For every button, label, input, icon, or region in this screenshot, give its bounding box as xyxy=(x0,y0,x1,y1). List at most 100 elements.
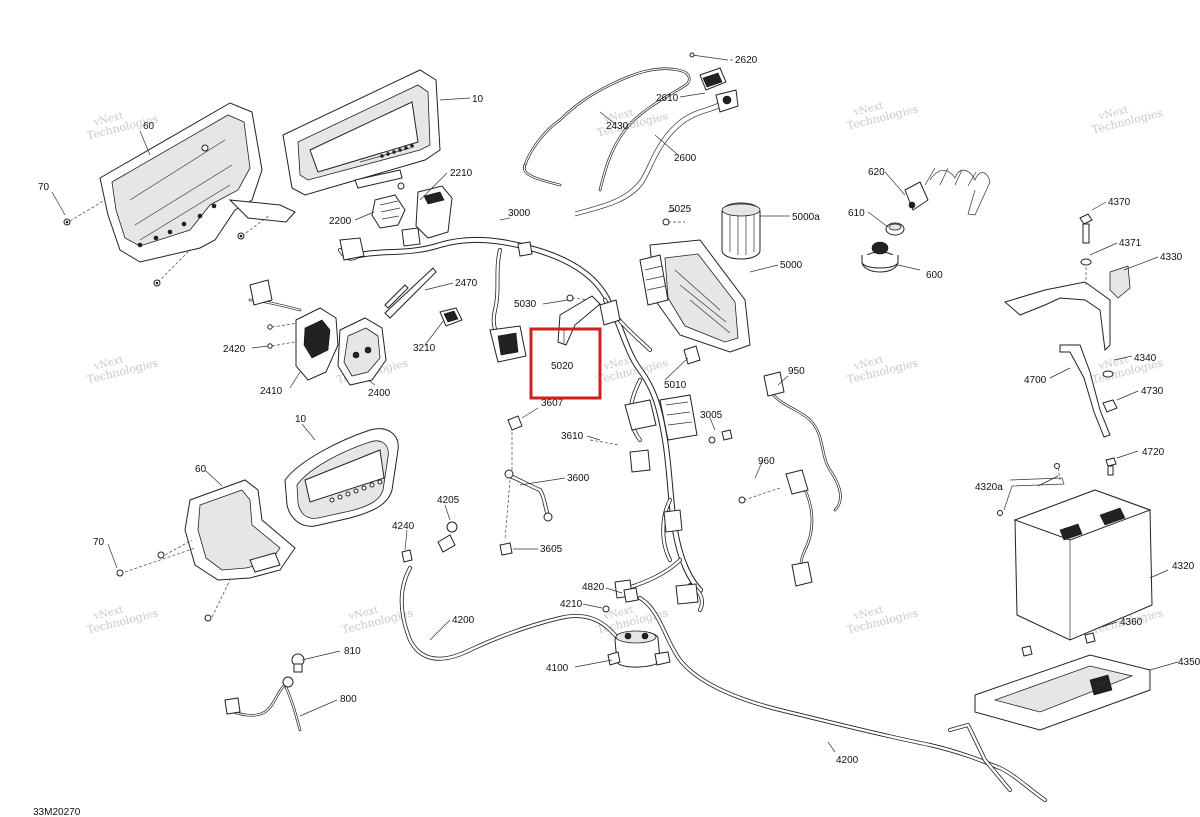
part-2210-connector[interactable] xyxy=(397,182,453,239)
callout-2200[interactable]: 2200 xyxy=(329,216,352,227)
callout-600[interactable]: 600 xyxy=(926,270,943,281)
callout-2420[interactable]: 2420 xyxy=(223,344,246,355)
callout-10-mid[interactable]: 10 xyxy=(295,414,307,425)
callout-620[interactable]: 620 xyxy=(868,167,885,178)
part-60-bracket-mid[interactable] xyxy=(116,479,296,622)
callout-2400[interactable]: 2400 xyxy=(368,388,391,399)
part-810-bulb[interactable] xyxy=(291,653,305,673)
part-950-harness[interactable] xyxy=(763,371,842,587)
part-4700-battery-bracket[interactable] xyxy=(1003,267,1111,438)
callout-800[interactable]: 800 xyxy=(340,694,357,705)
part-4200-battery-cable[interactable] xyxy=(399,566,1047,802)
callout-5025[interactable]: 5025 xyxy=(669,204,692,215)
callout-60-mid[interactable]: 60 xyxy=(195,464,207,475)
part-60-bracket-top[interactable] xyxy=(63,102,296,287)
callout-3005[interactable]: 3005 xyxy=(700,410,723,421)
callout-4371[interactable]: 4371 xyxy=(1119,238,1142,249)
part-5000-module[interactable] xyxy=(639,239,751,353)
part-2600-wire[interactable] xyxy=(574,94,732,217)
callout-4330[interactable]: 4330 xyxy=(1160,252,1183,263)
part-3607-nut[interactable] xyxy=(507,415,523,431)
part-2620-pin[interactable] xyxy=(689,52,729,61)
part-4205-terminal[interactable] xyxy=(437,521,458,553)
part-2410-switch-housing[interactable] xyxy=(248,279,339,381)
part-5025-screw[interactable] xyxy=(662,218,685,226)
callout-60-top[interactable]: 60 xyxy=(143,121,155,132)
part-10-display-top[interactable] xyxy=(282,69,441,196)
part-3605-bolt[interactable] xyxy=(499,542,513,556)
part-5020-bracket[interactable] xyxy=(557,295,601,346)
callout-3210[interactable]: 3210 xyxy=(413,343,436,354)
callout-2430[interactable]: 2430 xyxy=(606,121,629,132)
callout-4100[interactable]: 4100 xyxy=(546,663,569,674)
part-4240-bolt[interactable] xyxy=(401,549,413,563)
callout-2470[interactable]: 2470 xyxy=(455,278,478,289)
callout-4820[interactable]: 4820 xyxy=(582,582,605,593)
part-3210-sensor[interactable] xyxy=(439,307,463,327)
callout-2410[interactable]: 2410 xyxy=(260,386,283,397)
part-5000a-filter[interactable] xyxy=(721,202,761,260)
highlight-5020[interactable]: 5020 xyxy=(529,327,602,400)
part-4320a-screws[interactable] xyxy=(997,463,1065,516)
part-4210-terminal[interactable] xyxy=(602,605,610,613)
callout-3600[interactable]: 3600 xyxy=(567,473,590,484)
part-4330-terminal-cover[interactable] xyxy=(1109,265,1131,299)
part-3000-main-harness[interactable] xyxy=(338,227,704,612)
callout-4720[interactable]: 4720 xyxy=(1142,447,1165,458)
callout-4200-b[interactable]: 4200 xyxy=(836,755,859,766)
part-5010-connector[interactable] xyxy=(683,345,701,365)
part-800-light-harness[interactable] xyxy=(224,676,302,732)
part-3005-fasteners[interactable] xyxy=(708,429,733,444)
part-4100-solenoid[interactable] xyxy=(607,630,671,668)
part-2430-cable[interactable] xyxy=(522,67,691,192)
part-4370-bolt[interactable] xyxy=(1079,213,1093,244)
callout-5000[interactable]: 5000 xyxy=(780,260,803,271)
part-4320-battery[interactable] xyxy=(1013,489,1153,641)
callout-70-top[interactable]: 70 xyxy=(38,182,50,193)
part-960-relay[interactable] xyxy=(738,469,809,504)
callout-950[interactable]: 950 xyxy=(788,366,805,377)
part-3610-cable[interactable] xyxy=(589,439,621,446)
callout-10-top[interactable]: 10 xyxy=(472,94,484,105)
highlight-box[interactable] xyxy=(529,327,602,400)
callout-4340[interactable]: 4340 xyxy=(1134,353,1157,364)
callout-4205[interactable]: 4205 xyxy=(437,495,460,506)
part-4720-bolt[interactable] xyxy=(1105,457,1117,476)
part-4371-washer[interactable] xyxy=(1080,258,1092,266)
callout-2600[interactable]: 2600 xyxy=(674,153,697,164)
callout-4730[interactable]: 4730 xyxy=(1141,386,1164,397)
callout-3000[interactable]: 3000 xyxy=(508,208,531,219)
part-2610-switch[interactable] xyxy=(699,67,739,113)
callout-4200-a[interactable]: 4200 xyxy=(452,615,475,626)
part-4350-battery-tray[interactable] xyxy=(974,654,1151,731)
part-4730-nut[interactable] xyxy=(1102,399,1118,413)
callout-4320[interactable]: 4320 xyxy=(1172,561,1195,572)
callout-610[interactable]: 610 xyxy=(848,208,865,219)
callout-5000a[interactable]: 5000a xyxy=(792,212,820,223)
callout-3605[interactable]: 3605 xyxy=(540,544,563,555)
callout-5030[interactable]: 5030 xyxy=(514,299,537,310)
callout-70-mid[interactable]: 70 xyxy=(93,537,105,548)
part-2400-switch-housing[interactable] xyxy=(337,317,387,386)
part-4820-terminal[interactable] xyxy=(623,587,639,603)
part-4340-nut[interactable] xyxy=(1102,370,1114,378)
callout-2210[interactable]: 2210 xyxy=(450,168,473,179)
callout-4320a[interactable]: 4320a xyxy=(975,482,1003,493)
part-10-display-mid[interactable] xyxy=(284,428,399,527)
callout-3610[interactable]: 3610 xyxy=(561,431,584,442)
callout-2610[interactable]: 2610 xyxy=(656,93,679,104)
part-600-switch[interactable] xyxy=(861,241,899,273)
callout-810[interactable]: 810 xyxy=(344,646,361,657)
callout-3607[interactable]: 3607 xyxy=(541,398,564,409)
part-4360-screws[interactable] xyxy=(1021,632,1096,657)
part-2200-connector[interactable] xyxy=(371,194,406,229)
callout-4210[interactable]: 4210 xyxy=(560,599,583,610)
callout-5020[interactable]: 5020 xyxy=(551,361,574,372)
callout-4240[interactable]: 4240 xyxy=(392,521,415,532)
part-2470-tie[interactable] xyxy=(384,267,437,319)
callout-4350[interactable]: 4350 xyxy=(1178,657,1200,668)
part-620-tether[interactable] xyxy=(904,167,991,216)
callout-4360[interactable]: 4360 xyxy=(1120,617,1143,628)
callout-4700[interactable]: 4700 xyxy=(1024,375,1047,386)
callout-2620[interactable]: 2620 xyxy=(735,55,758,66)
